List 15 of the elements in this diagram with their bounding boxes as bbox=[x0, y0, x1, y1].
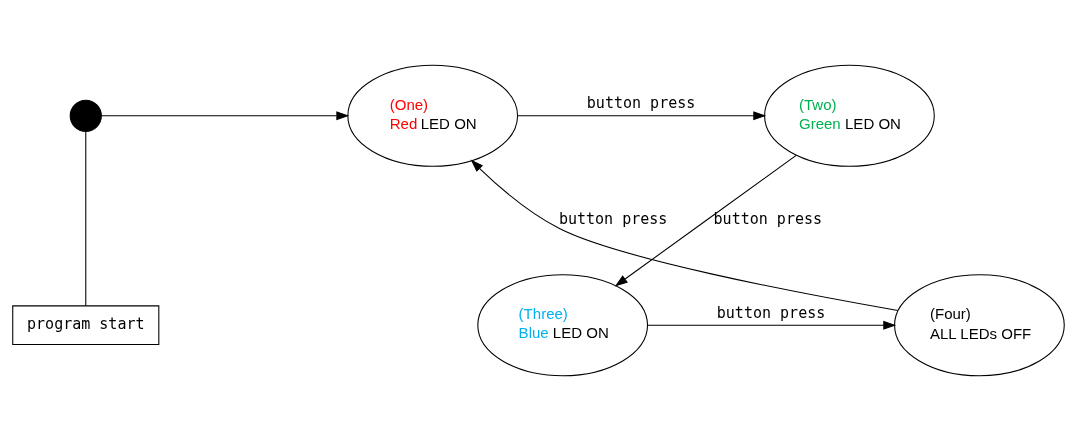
edge-label: button press bbox=[558, 210, 668, 229]
node-ellipse: (One) Red LED ON bbox=[347, 64, 519, 167]
node-ellipse: (Two) Green LED ON bbox=[764, 64, 935, 167]
arrow bbox=[470, 159, 899, 312]
edge-label: button press bbox=[716, 303, 826, 322]
connector bbox=[85, 130, 87, 307]
arrow bbox=[100, 111, 350, 121]
arrow bbox=[517, 111, 767, 121]
arrow bbox=[647, 320, 897, 330]
edge-label: button press bbox=[713, 210, 823, 229]
node-circle bbox=[69, 99, 102, 132]
node-box: program start bbox=[12, 305, 160, 346]
node-ellipse: (Four) ALL LEDs OFF bbox=[894, 274, 1065, 377]
edge-label: button press bbox=[586, 94, 696, 113]
arrow bbox=[614, 154, 797, 287]
